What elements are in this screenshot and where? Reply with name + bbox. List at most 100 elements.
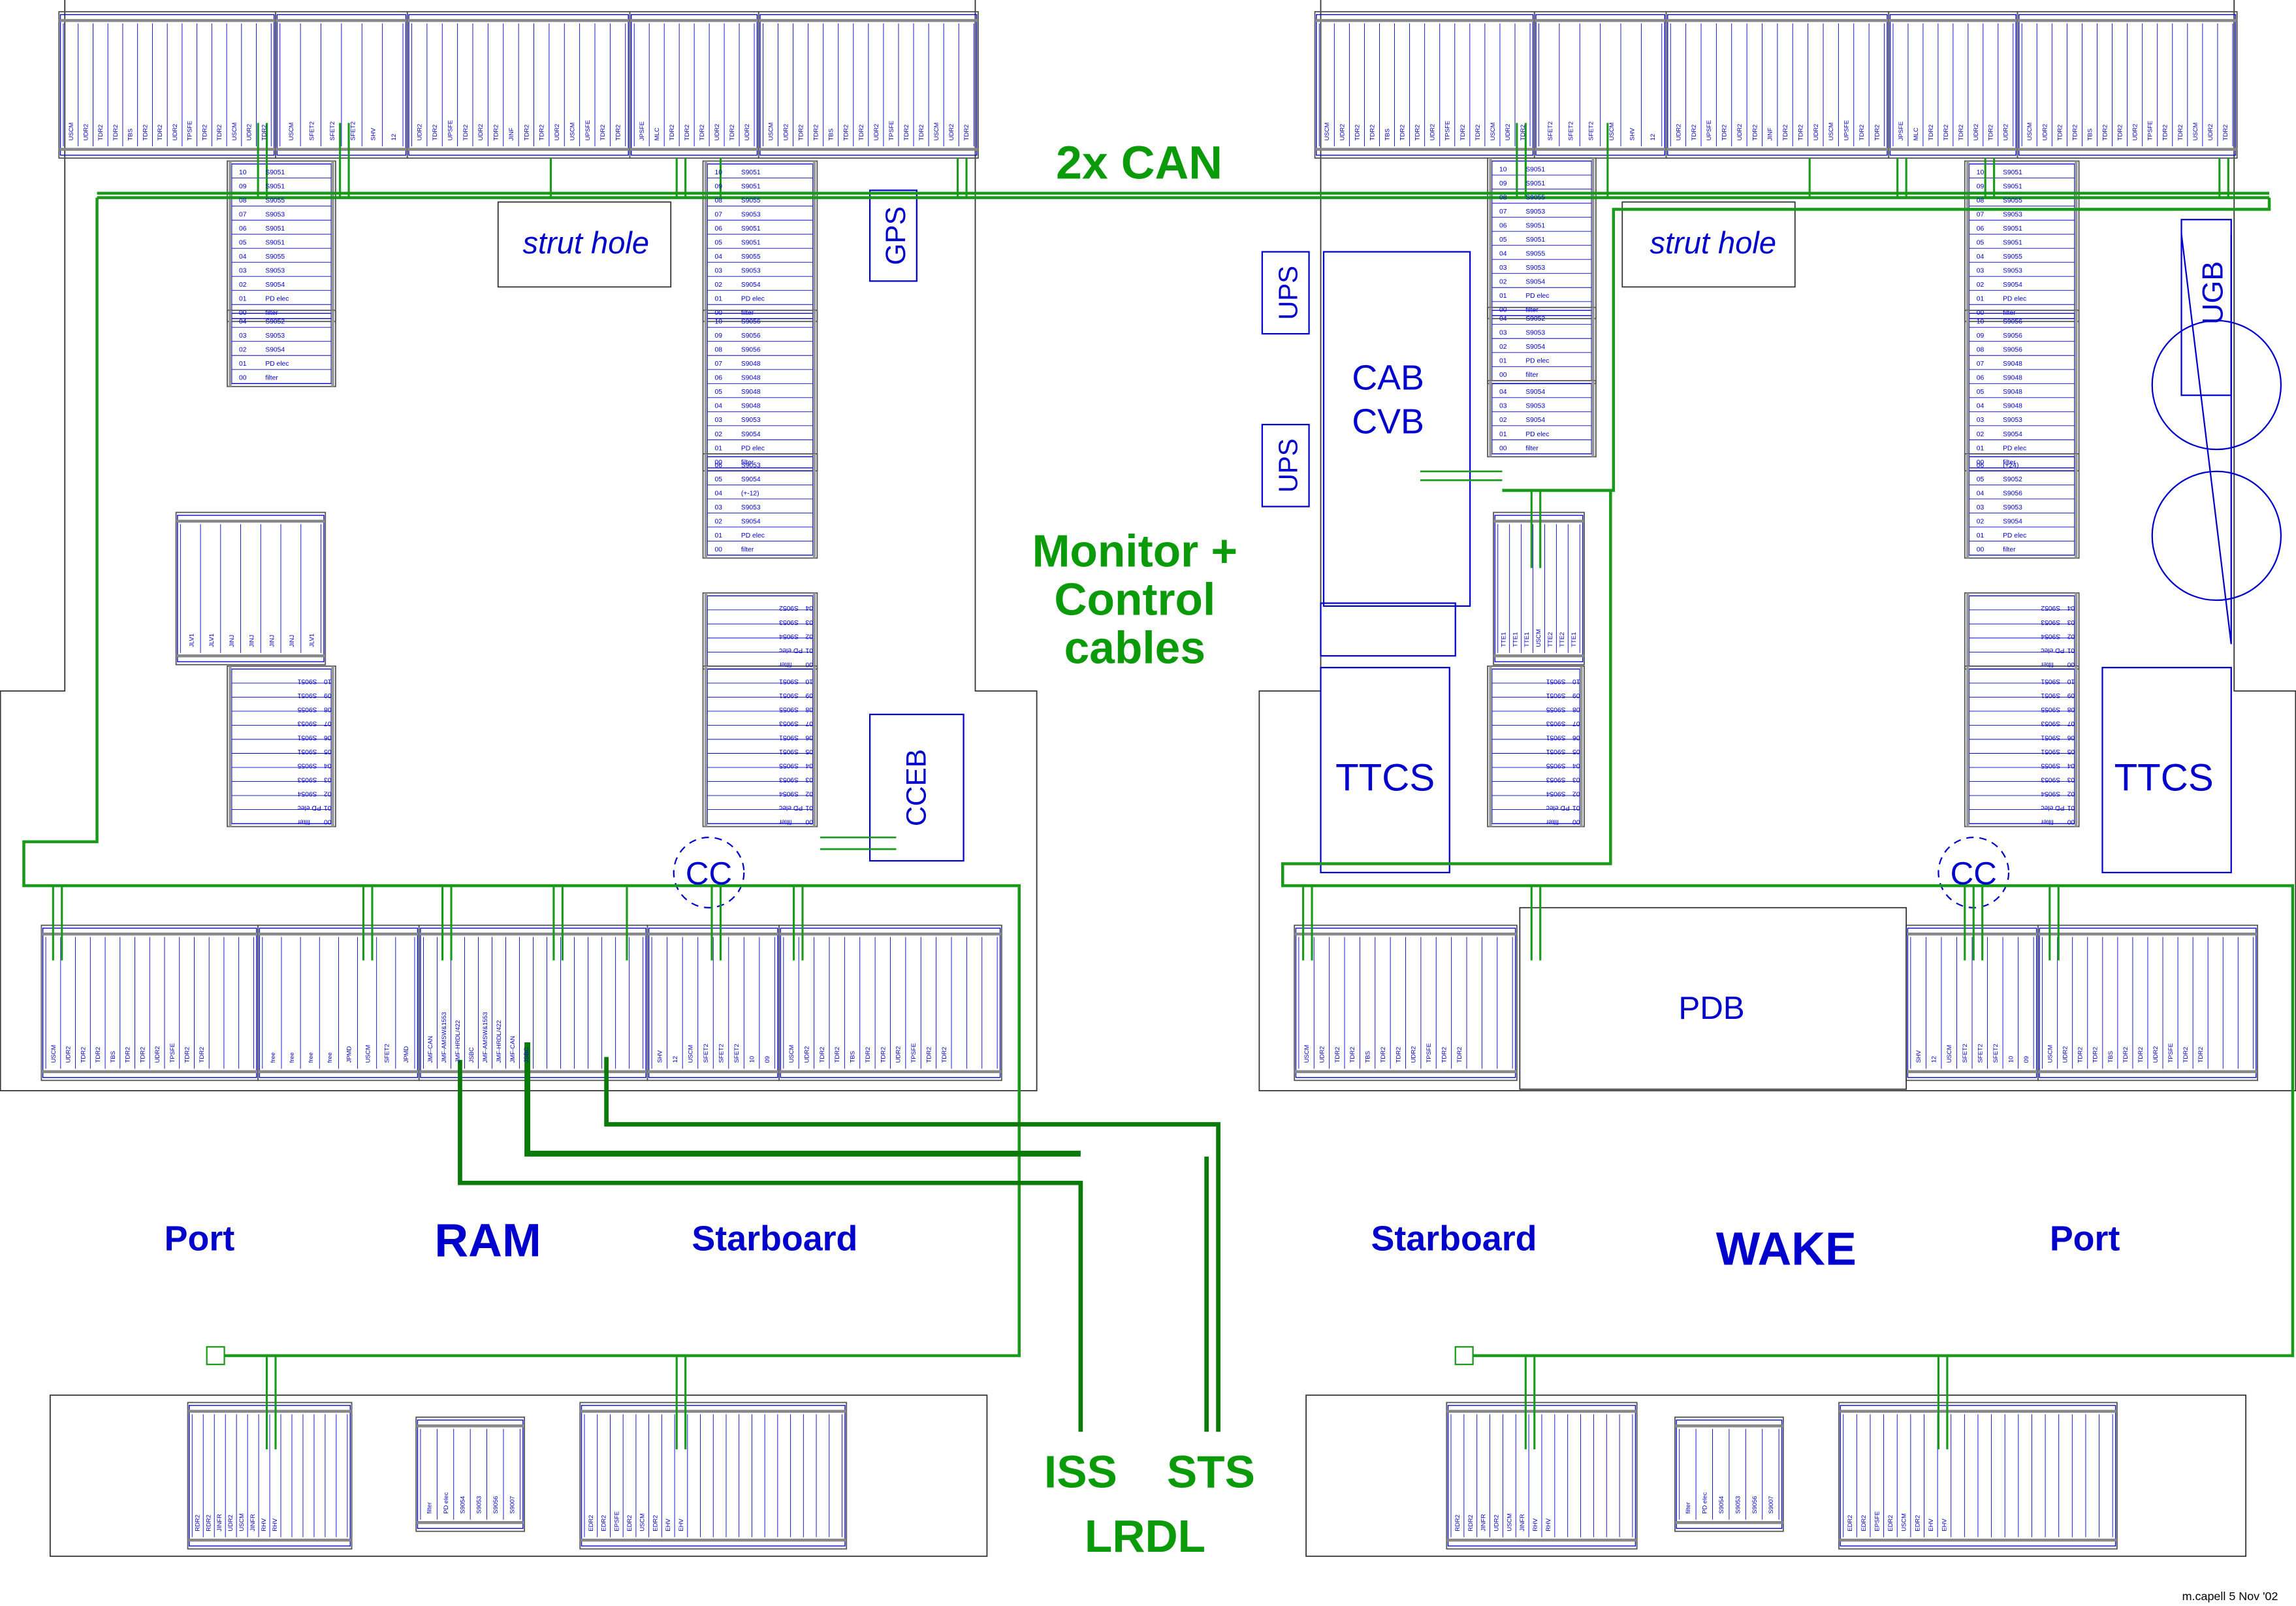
wake-stack-f-row-module: (+24): [2003, 462, 2018, 469]
ram-stack-h-row-no: 02: [324, 790, 332, 797]
ram-lower-crate-2-slot-label: S9007: [508, 1496, 515, 1514]
ram-bottom-crate-2-slot-label: free: [307, 1052, 314, 1063]
ram-stack-f-row-module: filter: [779, 660, 792, 667]
ram-stack-f: [702, 592, 818, 670]
ram-bottom-crate-2-slot-label: free: [269, 1052, 276, 1063]
wake-stack-g: [1964, 592, 2080, 670]
ram-stack-g-row-no: 07: [805, 720, 813, 727]
wake-lower-panel: [1305, 1394, 2247, 1557]
wake-bottom-crate-4-slot-label: 09: [2022, 1056, 2030, 1063]
ram-stack-g-row-module: S9053: [779, 776, 799, 783]
ram-stack-g-row-no: 10: [805, 677, 813, 684]
wake-stack-c-row-module: filter: [1525, 445, 1539, 452]
ram-bottom-crate-jmdc-slot-label: JMF-HRDL/422: [495, 1020, 502, 1063]
cc-right-label: CC: [1951, 856, 1997, 891]
ram-top-crate-4-slot-label: MLC: [653, 127, 660, 140]
ram-top-crate-3-slot-label: UDR2: [553, 124, 560, 141]
ram-lower-crate-1-slot-label: JINFR: [249, 1514, 256, 1532]
wake-stack-b-row-no: 01: [1499, 358, 1507, 365]
wake-bottom-crate-1-slot-label: TPSFE: [1425, 1043, 1432, 1063]
ram-stack-d-row-module: S9048: [741, 389, 761, 396]
ram-stack-f-row-module: S9054: [779, 632, 799, 639]
wake-top-crate-1-slot-label: USCM: [1489, 122, 1496, 140]
ram-stack-g-row-module: PD elec: [779, 804, 803, 811]
wake-stack-c-row-no: 00: [1499, 445, 1507, 452]
ram-top-crate-3-slot-label: UDR2: [416, 124, 423, 141]
ram-stack-a-row-no: 08: [239, 197, 247, 204]
ram-top-crate-5-slot-label: UDR2: [782, 124, 789, 141]
wake-top-crate-5-slot-label: USCM: [2026, 122, 2033, 140]
ram-stack-h-row-no: 10: [324, 677, 332, 684]
wake-top-crate-4-slot-label: TDR2: [1987, 125, 1994, 141]
wake-top-crate-3-slot-label: JINF: [1766, 127, 1774, 140]
sts-label: STS: [1167, 1446, 1255, 1497]
ram-bottom-crate-2-slot-label: JPMD: [345, 1046, 352, 1063]
ram-lv1-crate-frame: [177, 515, 325, 662]
wake-stack-h-row-module: S9053: [2041, 720, 2060, 727]
wake-stack-i-row-module: S9053: [1546, 776, 1565, 783]
wake-top-crate-5-slot-label: TDR2: [2176, 125, 2184, 141]
wake-stack-e-row-module: S9048: [2003, 361, 2022, 368]
ram-top-crate-4-slot-label: TDR2: [668, 125, 675, 141]
can-label: 2x CAN: [1056, 137, 1222, 189]
iss-cable-2: [524, 1042, 1081, 1157]
wake-stack-g-row-module: S9054: [2041, 632, 2060, 639]
ram-stack-d-row-no: 03: [714, 417, 722, 424]
wake-stack-d-row-module: filter: [2003, 310, 2016, 317]
ram-stack-d-row-no: 02: [714, 431, 722, 438]
wake-stack-h-row-no: 02: [2067, 790, 2075, 797]
ram-top-crate-5-slot-label: TDR2: [963, 125, 970, 141]
ram-top-crate-2-slot-label: SFET2: [328, 121, 336, 140]
ram-lower-crate-3-slot-label: EDR2: [587, 1515, 594, 1532]
ram-top-crate-4-slot-label: UDR2: [743, 124, 750, 141]
wake-stack-h-row-no: 01: [2067, 804, 2075, 811]
ram-bottom-crate-1-slot-label: TPSFE: [168, 1043, 176, 1063]
ram-lower-crate-3: [579, 1402, 848, 1550]
wake-bottom-crate-5-slot-label: TDR2: [2182, 1047, 2189, 1063]
ram-top-crate-1-slot-label: TDR2: [112, 125, 119, 141]
wake-stack-i-row-no: 02: [1572, 790, 1580, 797]
pdb-label: PDB: [1678, 990, 1744, 1026]
ram-stack-g-row-no: 04: [805, 762, 813, 769]
ram-stack-c-row-no: 08: [714, 197, 722, 204]
wake-stack-e-row-no: 03: [1977, 417, 1985, 424]
wake-stack-e-row-no: 04: [1977, 403, 1985, 410]
wake-stack-e-row-module: S9048: [2003, 403, 2022, 410]
wake-bottom-crate-5-slot-label: USCM: [2047, 1045, 2054, 1063]
wake-tte-crate-slot-label: TTE1: [1499, 632, 1507, 647]
ram-stack-h-row-module: S9053: [297, 720, 317, 727]
wake-top-crate-5-slot-label: TDR2: [2056, 125, 2063, 141]
wake-stack-g-row-no: 03: [2067, 618, 2075, 626]
wake-stack-c-row-module: S9054: [1525, 417, 1545, 424]
wake-stack-a-row-module: S9055: [1525, 251, 1545, 258]
wake-stack-a-row-module: S9051: [1525, 180, 1545, 187]
ram-bottom-crate-4-slot-label: 10: [748, 1056, 756, 1063]
wake-stack-c-row-no: 04: [1499, 389, 1507, 396]
ttcs-left-label: TTCS: [1335, 756, 1435, 799]
wake-stack-c-row-no: 03: [1499, 403, 1507, 410]
ram-lower-crate-1-slot-label: USCM: [238, 1513, 245, 1532]
wake-bottom-crate-4-slot-label: SFET2: [1992, 1044, 1999, 1063]
wake-stack-d-row-no: 07: [1977, 212, 1985, 219]
ram-stack-c-row-module: PD elec: [741, 296, 765, 303]
ram-stack-d-row-module: PD elec: [741, 445, 765, 452]
wake-lower-crate-2-slot-label: S9054: [1717, 1496, 1725, 1514]
wake-stack-c: [1487, 379, 1597, 458]
wake-top-crate-5: [2017, 11, 2238, 159]
ram-top-crate-1-slot-label: UDR2: [82, 124, 89, 141]
wake-tte-crate-slot-label: TTE2: [1546, 632, 1554, 647]
wake-bottom-crate-4-frame: [1907, 927, 2037, 1078]
wake-top-crate-5-slot-label: TDR2: [2161, 125, 2169, 141]
wake-top-crate-3-slot-label: TDR2: [1751, 125, 1758, 141]
wake-stack-i-row-no: 04: [1572, 762, 1580, 769]
wake-stack-d-row-no: 00: [1977, 310, 1985, 317]
ram-stack-h-row-no: 08: [324, 705, 332, 713]
wake-lower-crate-3-slot-label: EHV: [1927, 1518, 1934, 1532]
ram-stack-d-row-no: 10: [714, 319, 722, 326]
ram-top-crate-3-frame: [408, 14, 629, 156]
wake-stack-a-row-no: 06: [1499, 223, 1507, 230]
wake-tte-crate-slot-label: TTE2: [1558, 632, 1565, 647]
ram-stack-a-row-no: 00: [239, 310, 247, 317]
ram-bottom-crate-5: [778, 924, 1002, 1082]
ram-stack-e-row-module: PD elec: [741, 532, 765, 539]
